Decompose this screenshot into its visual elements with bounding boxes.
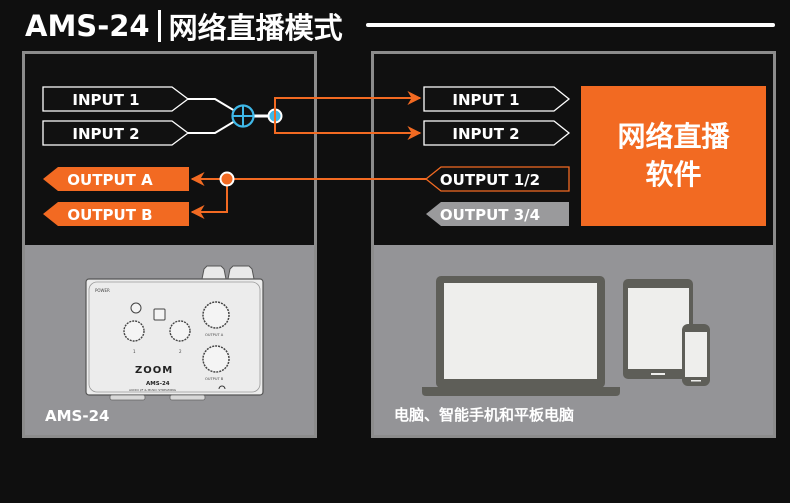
page-title: AMS-24 网络直播模式: [25, 6, 343, 46]
tablet-screen: [628, 288, 689, 369]
output-a-knob: [202, 301, 230, 329]
laptop-base: [422, 387, 620, 396]
devices-caption: 电脑、智能手机和平板电脑: [394, 406, 575, 424]
connector-left: [201, 265, 227, 280]
input-2-label: 2: [179, 349, 182, 354]
interface-device-area: POWER 1 2 OUTPUT A OUTPUT B ZOOM AMS-24 …: [25, 245, 314, 435]
input-1-label: 1: [133, 349, 136, 354]
device-model-text: AMS-24: [146, 381, 170, 387]
direct-monitor-button: [153, 308, 166, 321]
headphone-icon: [218, 385, 226, 390]
device-foot: [169, 394, 206, 401]
output-a-label: OUTPUT A: [205, 333, 224, 337]
mic-line-switch: [130, 302, 142, 314]
zoom-logo: ZOOM: [135, 365, 173, 376]
devices-illustration: [422, 276, 710, 396]
model-name: AMS-24: [25, 9, 150, 43]
device-foot: [109, 394, 146, 401]
phone-screen: [685, 332, 707, 377]
streaming-software-box: 网络直播 软件: [581, 86, 766, 226]
software-label-line1: 网络直播: [617, 120, 730, 153]
mode-title: 网络直播模式: [168, 11, 343, 45]
connector-right: [227, 265, 255, 280]
ams24-device-illustration: POWER 1 2 OUTPUT A OUTPUT B ZOOM AMS-24 …: [85, 265, 264, 401]
interface-panel: POWER 1 2 OUTPUT A OUTPUT B ZOOM AMS-24 …: [22, 51, 317, 438]
title-rule: [366, 23, 775, 27]
software-device-area: 电脑、智能手机和平板电脑: [374, 245, 773, 435]
power-label: POWER: [95, 288, 110, 293]
interface-caption: AMS-24: [45, 407, 110, 425]
device-subtitle: AUDIO I/F & MUSIC STREAMING: [129, 388, 177, 392]
interface-routing-area: [25, 54, 314, 245]
output-b-knob: [202, 345, 230, 373]
laptop-screen: [444, 283, 597, 379]
title-separator: [157, 10, 161, 42]
software-label-line2: 软件: [645, 158, 702, 191]
input-1-knob: [123, 320, 145, 342]
input-2-knob: [169, 320, 191, 342]
output-b-label: OUTPUT B: [205, 377, 224, 381]
